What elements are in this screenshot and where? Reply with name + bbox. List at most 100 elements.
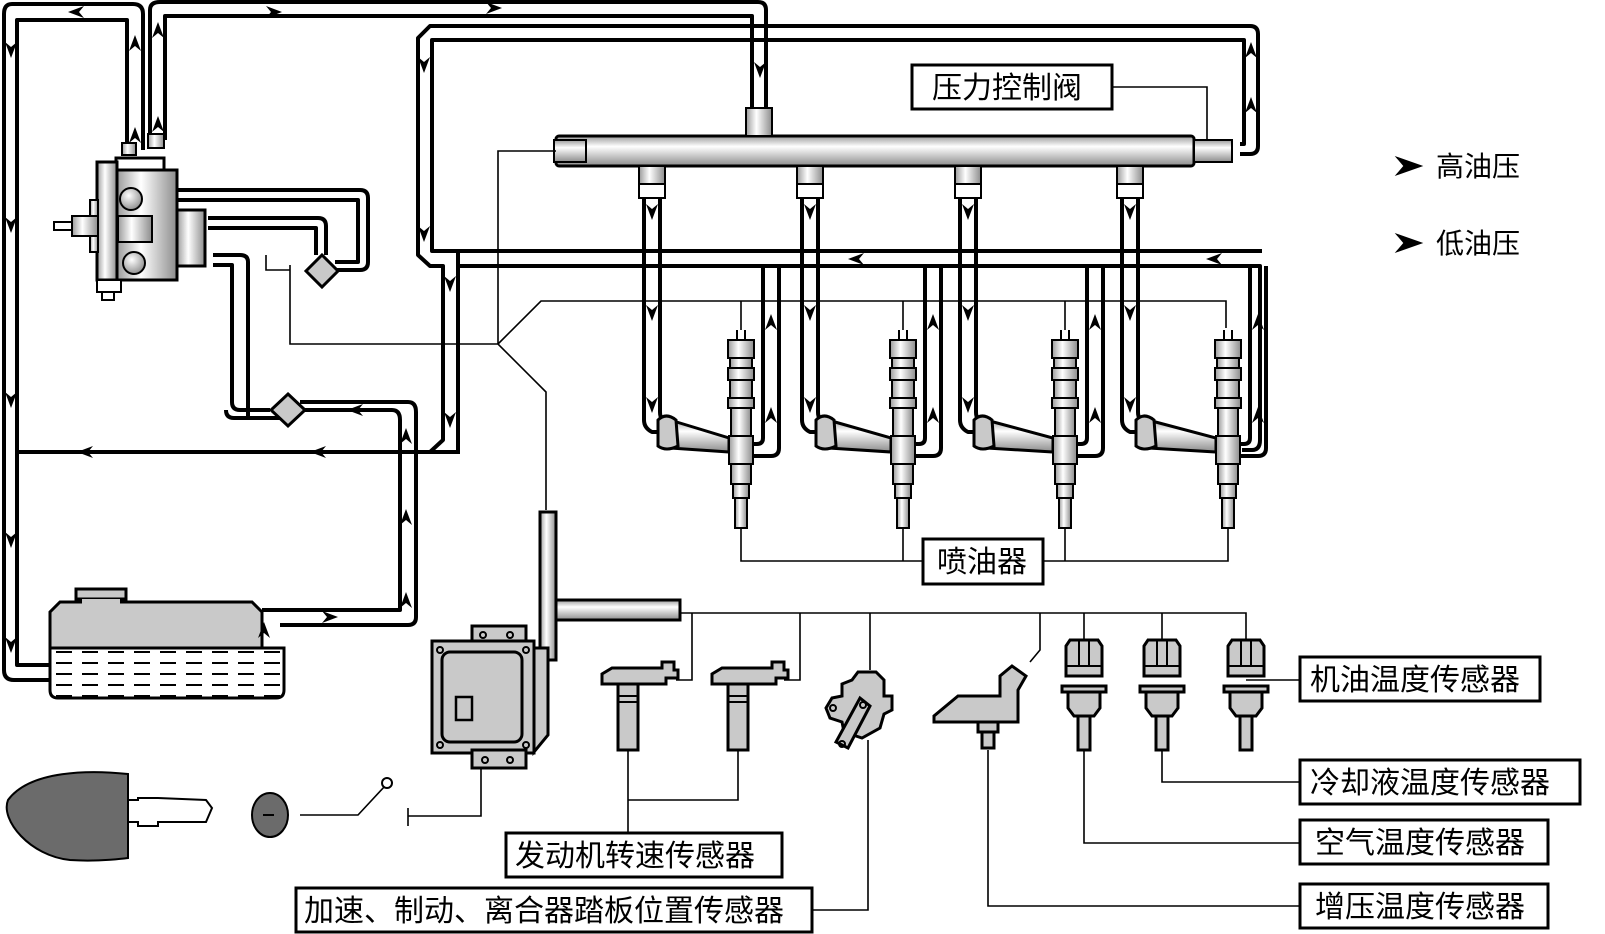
injector-feed-pipe xyxy=(958,198,980,434)
injector-inlet-fitting xyxy=(972,414,996,451)
ignition-key-icon xyxy=(5,771,214,862)
speed-sensor-head xyxy=(600,660,680,686)
legend: 高油压 低油压 xyxy=(1394,150,1520,260)
legend-label: 高油压 xyxy=(1436,150,1520,183)
injector-feed-pipe xyxy=(974,198,983,422)
engine-speed-sensors xyxy=(600,660,790,752)
fuel-filter-upper xyxy=(303,252,341,290)
injector-body-segment xyxy=(1051,339,1079,359)
injector-body-segment xyxy=(1221,497,1235,529)
flow-arrow-icon xyxy=(804,204,816,220)
injector-return-pipe xyxy=(1077,266,1105,458)
flow-arrow-icon xyxy=(1252,314,1264,330)
flow-arrows xyxy=(5,2,1264,653)
flow-arrow-icon xyxy=(962,397,974,413)
injector-body-segment xyxy=(1058,497,1072,529)
flow-arrow-icon xyxy=(1206,253,1222,265)
injector-feed-pipe xyxy=(800,198,822,434)
injector-body-segment xyxy=(892,407,914,437)
injector-body-segment xyxy=(889,339,917,359)
temp-sensor-probe xyxy=(1238,714,1254,752)
injector-return-pipe xyxy=(753,266,781,458)
injector-body-segment xyxy=(730,407,752,437)
engine-speed-sensor-1 xyxy=(600,660,680,752)
label-text: 机油温度传感器 xyxy=(1310,663,1520,698)
label-boost-temp-sensor: 增压温度传感器 xyxy=(1298,882,1550,930)
injector-body-segment xyxy=(727,397,755,409)
fuel-lines xyxy=(2,0,1262,682)
flow-arrow-icon xyxy=(1089,314,1101,330)
flow-arrow-icon xyxy=(152,116,164,132)
injector-body-segment xyxy=(891,357,915,369)
label-text: 喷油器 xyxy=(937,545,1027,580)
flow-arrow-icon xyxy=(129,35,141,51)
oil-temp-sensor xyxy=(1222,638,1270,752)
flow-arrow-icon xyxy=(347,404,363,416)
flow-arrow-icon xyxy=(1252,407,1264,423)
injector-body-segment xyxy=(727,339,755,359)
injector-body-segment xyxy=(1216,357,1240,369)
rail-outlet-fitting xyxy=(954,183,982,199)
flow-arrow-icon xyxy=(68,6,84,18)
wiring xyxy=(265,86,1300,911)
flow-arrow-icon xyxy=(444,412,456,428)
rail-outlet-fitting xyxy=(638,183,666,199)
label-text: 空气温度传感器 xyxy=(1315,826,1525,861)
injector-body-segment xyxy=(1051,397,1079,409)
flow-arrow-icon xyxy=(400,428,412,444)
injector-body-segment xyxy=(1053,357,1077,369)
flow-arrow-icon xyxy=(646,397,658,413)
temp-sensor-probe xyxy=(1076,714,1092,752)
injector-body-segment xyxy=(892,463,914,485)
flow-arrow-icon xyxy=(258,622,270,638)
injector-body-segment xyxy=(728,435,754,465)
injector-inlet-fitting xyxy=(814,414,838,451)
injector-return-pipe xyxy=(1077,266,1089,446)
label-air-temp-sensor: 空气温度传感器 xyxy=(1298,818,1550,866)
flow-arrow-icon xyxy=(322,611,338,623)
flow-arrow-icon xyxy=(804,305,816,321)
flow-arrow-icon xyxy=(1089,407,1101,423)
flow-arrow-icon xyxy=(5,637,17,653)
air-temp-sensor xyxy=(1060,638,1108,752)
label-pedal-position-sensor: 加速、制动、离合器踏板位置传感器 xyxy=(294,886,814,934)
label-oil-temp-sensor: 机油温度传感器 xyxy=(1298,655,1542,703)
injector-inlet-fitting xyxy=(1134,414,1158,451)
injector-body-segment xyxy=(889,367,917,381)
high-pressure-arrow-icon xyxy=(1394,156,1424,176)
injector-body-segment xyxy=(729,379,753,399)
rail-outlet-fitting xyxy=(1116,183,1144,199)
injector-body-segment xyxy=(729,357,753,369)
rail-outlet-stub xyxy=(954,165,982,185)
rail-outlet-fitting xyxy=(796,183,824,199)
injector-body-segment xyxy=(734,497,748,529)
label-text: 发动机转速传感器 xyxy=(515,839,755,874)
injector-inlet-fitting xyxy=(656,414,680,451)
injector-return-pipe xyxy=(1240,266,1268,458)
boost-temp-sensor xyxy=(932,664,1028,750)
injector-body-segment xyxy=(1054,407,1076,437)
flow-arrow-icon xyxy=(962,204,974,220)
flow-arrow-icon xyxy=(400,509,412,525)
flow-arrow-icon xyxy=(1124,204,1136,220)
flow-arrow-icon xyxy=(1245,97,1257,113)
injector-body-segment xyxy=(1214,367,1242,381)
injector-feed-pipe xyxy=(658,198,667,422)
label-coolant-temp-sensor: 冷却液温度传感器 xyxy=(1298,758,1582,806)
temp-sensor-hex xyxy=(1066,690,1102,718)
injector-body-segment xyxy=(1217,407,1239,437)
injector-return-pipe xyxy=(1240,266,1252,446)
label-text: 压力控制阀 xyxy=(932,71,1082,106)
flow-arrow-icon xyxy=(927,314,939,330)
injector-inlet-arm xyxy=(1146,418,1218,454)
flow-arrow-icon xyxy=(1124,397,1136,413)
injector-return-pipe xyxy=(753,266,765,446)
injector-body-segment xyxy=(730,463,752,485)
injector-3 xyxy=(958,198,1105,529)
speed-sensor-shaft xyxy=(616,682,640,752)
temp-sensor-probe xyxy=(1154,714,1170,752)
injector-feed-pipe xyxy=(1120,198,1142,434)
flow-arrow-icon xyxy=(5,217,17,233)
injector-body-segment xyxy=(1216,379,1240,399)
